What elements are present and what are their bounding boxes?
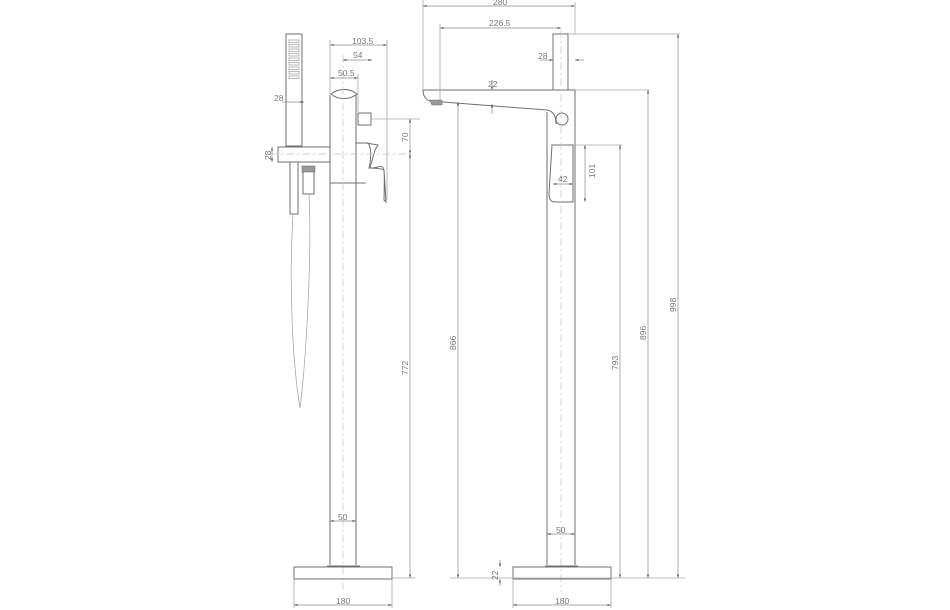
front-column	[546, 90, 576, 565]
shower-hose	[290, 193, 311, 409]
dim-180-side: 180	[336, 596, 350, 606]
dim-103-5: 103.5	[352, 36, 374, 46]
aerator	[429, 99, 443, 106]
dim-50-side: 50	[338, 512, 348, 522]
hand-shower-head	[285, 33, 303, 147]
dim-28-holder: 28	[263, 150, 273, 160]
front-base	[512, 566, 612, 580]
flow-indicator	[555, 112, 569, 126]
dim-54: 54	[353, 50, 363, 60]
front-dimensions: 280 226.5 28 22 101 42 866 793 896 998 5…	[422, 0, 685, 608]
dim-101: 101	[587, 164, 597, 178]
column-top	[552, 33, 569, 91]
dim-896: 896	[638, 326, 648, 340]
hose-nut	[301, 165, 316, 173]
dim-50-front: 50	[556, 525, 566, 535]
dim-866: 866	[448, 336, 458, 350]
front-lever	[548, 144, 574, 203]
dim-772: 772	[400, 361, 410, 375]
dim-42: 42	[558, 174, 568, 184]
side-lever	[356, 142, 387, 204]
side-view: 103.5 54 50.5 28 70 28 772 50 180	[263, 33, 420, 608]
side-column	[329, 89, 366, 565]
dim-50-5: 50.5	[338, 68, 355, 78]
side-dimensions: 103.5 54 50.5 28 70 28 772 50 180	[263, 36, 415, 608]
outlet-nipple	[357, 112, 372, 126]
dim-22-base: 22	[490, 570, 500, 580]
side-base	[293, 566, 393, 580]
spout	[422, 89, 575, 125]
dim-180-front: 180	[555, 596, 569, 606]
dim-70: 70	[400, 132, 410, 142]
dim-28-handset: 28	[274, 93, 284, 103]
dim-793: 793	[610, 356, 620, 370]
dim-998: 998	[668, 298, 678, 312]
dim-280: 280	[493, 0, 507, 7]
front-view: 280 226.5 28 22 101 42 866 793 896 998 5…	[422, 0, 685, 608]
dim-28-front: 28	[538, 51, 548, 61]
hose-connector	[302, 172, 315, 195]
handset-grip	[289, 162, 299, 215]
dim-226-5: 226.5	[489, 18, 511, 28]
shower-holder	[277, 146, 331, 163]
dim-22-spout: 22	[488, 79, 498, 89]
